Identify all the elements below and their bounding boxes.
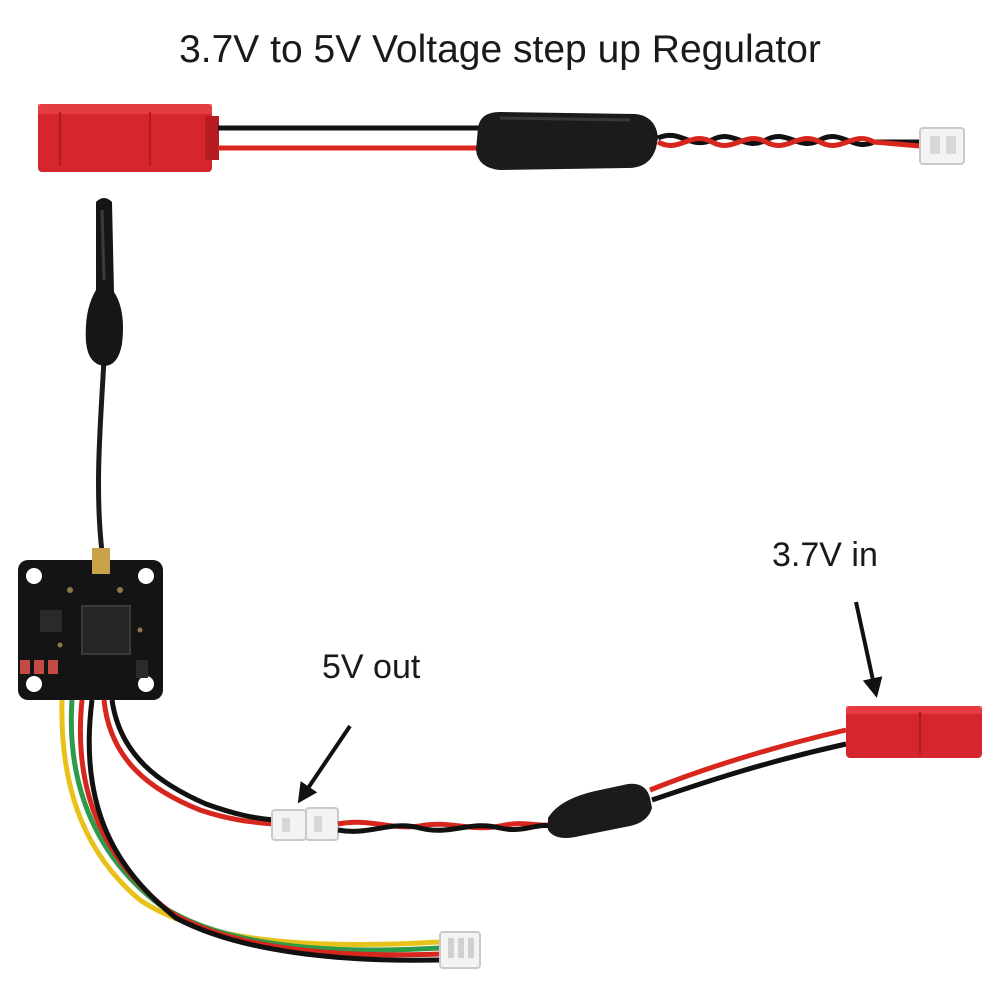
label-3-7v-in: 3.7V in bbox=[772, 536, 878, 574]
regulator-heatshrink-bottom bbox=[548, 783, 652, 838]
antenna bbox=[85, 198, 123, 553]
board-power-cable bbox=[101, 699, 339, 841]
signal-cable bbox=[59, 699, 481, 969]
arrow-5v-out bbox=[297, 724, 352, 804]
micro-connector-signal bbox=[439, 931, 481, 969]
jst-connector-bottom bbox=[846, 706, 982, 758]
arrow-3-7v-in bbox=[854, 601, 883, 698]
micro-connector-5v bbox=[271, 807, 339, 841]
bottom-regulator-cable bbox=[337, 706, 982, 838]
vtx-board bbox=[18, 548, 163, 700]
micro-connector-top bbox=[919, 127, 965, 165]
label-5v-out: 5V out bbox=[322, 648, 421, 686]
top-regulator-cable bbox=[38, 104, 965, 172]
jst-connector-top bbox=[38, 104, 219, 172]
regulator-heatshrink bbox=[476, 112, 658, 170]
page-title: 3.7V to 5V Voltage step up Regulator bbox=[179, 28, 821, 71]
